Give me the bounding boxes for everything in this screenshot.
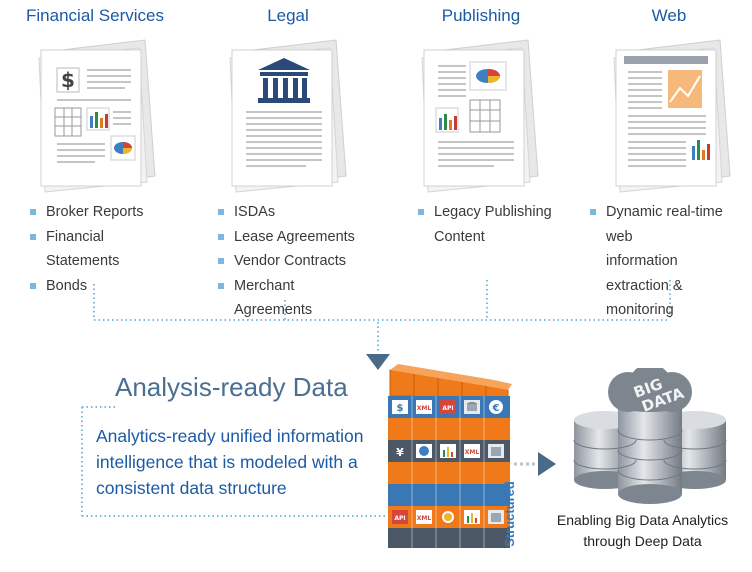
list-item: Content [434, 228, 485, 245]
bar-chart-icon [475, 518, 477, 523]
list-item: Dynamic real-time web [588, 200, 744, 249]
caption-line: through Deep Data [583, 533, 702, 549]
dollar-icon: $ [397, 403, 404, 414]
api-icon: API [442, 405, 453, 412]
column-title: Financial Services [26, 6, 164, 25]
pie-chart-icon [444, 513, 452, 521]
list-item: Broker Reports [28, 200, 180, 225]
down-arrow-icon [366, 354, 390, 370]
euro-icon: € [492, 403, 500, 414]
yen-icon: ¥ [396, 446, 404, 459]
api-icon: API [394, 515, 405, 522]
big-data-database-icon: BIG DATA [573, 368, 727, 504]
list-item: information extraction & [606, 253, 683, 294]
list-item: Merchant Agreements [216, 274, 368, 323]
right-arrow-icon [538, 452, 556, 476]
structured-label: Structured [502, 481, 517, 547]
list-item: Bonds [28, 274, 180, 299]
web-document-icon [613, 39, 731, 193]
column-title: Web [651, 6, 687, 25]
xml-icon: XML [465, 449, 480, 456]
financial-document-icon: $ [38, 39, 156, 193]
xml-icon: XML [417, 515, 432, 522]
big-data-caption: Enabling Big Data Analytics through Deep… [540, 510, 745, 552]
xml-icon: XML [417, 405, 432, 412]
column-title: Legal [267, 6, 309, 25]
bullet-list: ISDAs Lease Agreements Vendor Contracts … [216, 200, 368, 323]
bar-chart-icon [451, 452, 453, 457]
list-item: Legacy Publishing [416, 200, 552, 225]
big-data-badge: BIG DATA [608, 368, 692, 416]
column-title: Publishing [441, 6, 521, 25]
list-item: ISDAs [216, 200, 368, 225]
bank-icon [258, 58, 310, 103]
bullet-list: Legacy Publishing Content [416, 200, 552, 249]
database-icon [491, 513, 501, 522]
cube-grid: $ XML API € ¥ XML API XML [388, 364, 512, 548]
list-item: Lease Agreements [216, 225, 368, 250]
publishing-document-icon [421, 39, 539, 193]
data-cube-wall: $ XML API € ¥ XML API XML [388, 364, 512, 548]
list-item: Financial Statements [28, 225, 180, 274]
bullet-list: Dynamic real-time web information extrac… [588, 200, 744, 323]
analysis-title: Analysis-ready Data [115, 372, 348, 402]
caption-line: Enabling Big Data Analytics [556, 512, 729, 528]
analysis-description: Analytics-ready unified information inte… [96, 426, 364, 498]
list-item: monitoring [606, 302, 674, 318]
svg-text:$: $ [61, 68, 75, 92]
legal-document-icon [229, 39, 347, 193]
bullet-list: Broker Reports Financial Statements Bond… [28, 200, 180, 298]
list-item: Vendor Contracts [216, 249, 368, 274]
database-icon [467, 404, 477, 411]
database-icon [491, 447, 501, 456]
pie-chart-icon [419, 446, 429, 456]
